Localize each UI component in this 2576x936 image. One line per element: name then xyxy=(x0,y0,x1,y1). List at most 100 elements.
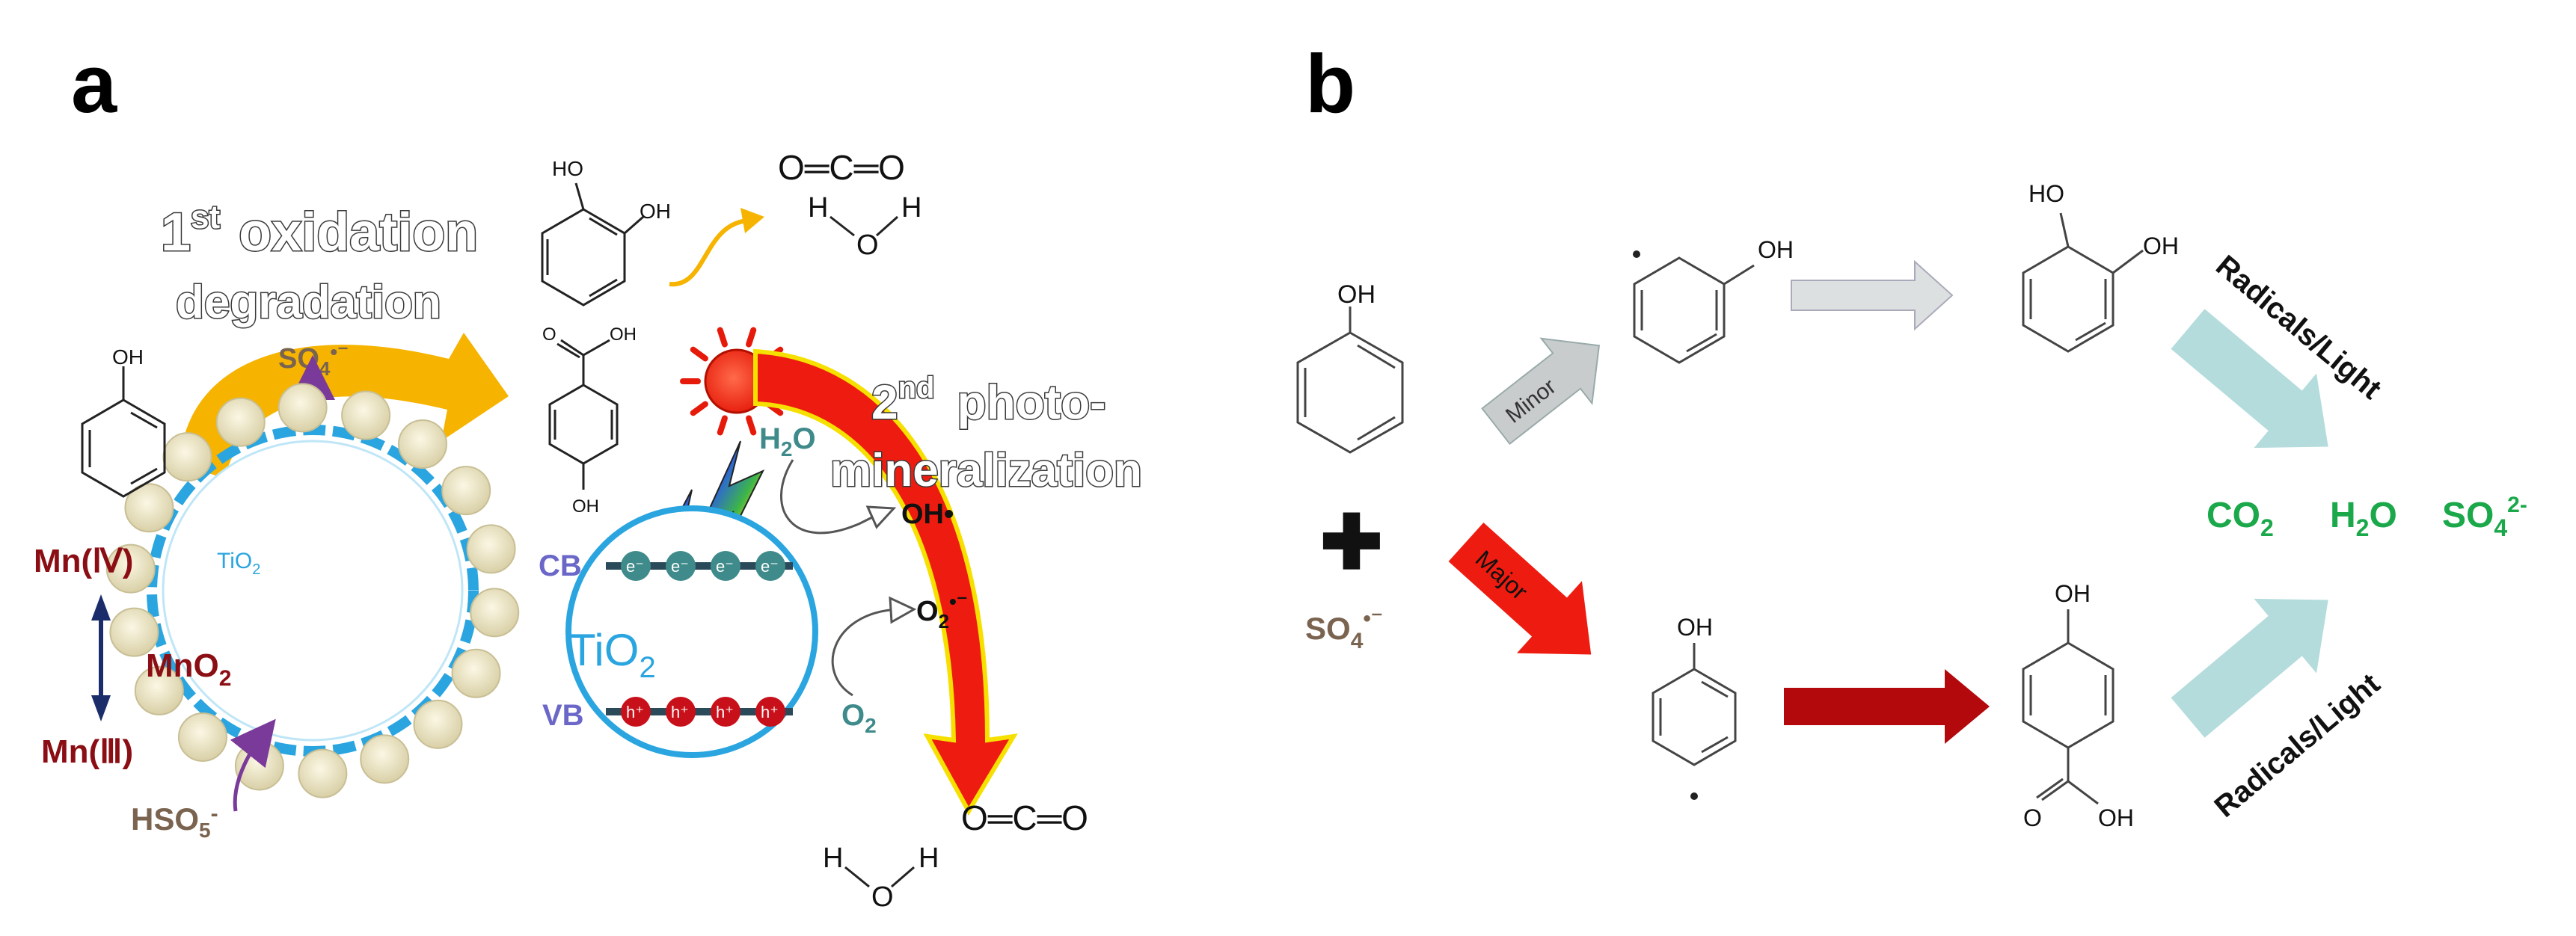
sun-ray xyxy=(717,327,728,348)
mno2-bead xyxy=(360,734,410,784)
sun-ray xyxy=(690,401,708,416)
tio2-small-label: TiO2 xyxy=(217,549,260,578)
hole-label: h⁺ xyxy=(716,703,734,721)
oh-radical-label: OH• xyxy=(901,499,954,530)
mno2-bead xyxy=(341,390,391,440)
cb-label: CB xyxy=(539,549,582,582)
co2-molecule-bottom: O═C═O xyxy=(961,798,1088,837)
hydroxybenzoic-acid-b: OH O OH xyxy=(2022,580,2134,831)
mno2-bead xyxy=(413,699,463,749)
mno2-bead xyxy=(215,397,266,447)
ortho-radical-molecule: OH xyxy=(1633,236,1794,364)
electron xyxy=(755,551,785,581)
svg-text:H: H xyxy=(901,192,921,224)
svg-text:OH: OH xyxy=(2143,233,2179,259)
svg-text:OH: OH xyxy=(112,345,144,369)
svg-text:OH: OH xyxy=(1337,280,1376,309)
phenol-molecule-a: OH xyxy=(81,345,166,498)
radicals-light-arrow-bottom xyxy=(2171,598,2328,738)
major-pathway-arrow: Major xyxy=(1448,522,1592,655)
to-hba-arrow xyxy=(1784,669,1990,744)
hso5-label: HSO5- xyxy=(131,801,218,842)
sun-ray xyxy=(746,327,757,348)
mno2-bead xyxy=(177,712,227,762)
electrons: e⁻ e⁻ e⁻ e⁻ xyxy=(621,551,785,581)
final-products: CO2 H2O SO42- xyxy=(2207,493,2527,541)
h2o-molecule-top: H H O xyxy=(808,192,921,261)
mno2-bead xyxy=(134,665,184,715)
phenol-molecule-b: OH xyxy=(1296,280,1404,454)
svg-text:OH: OH xyxy=(572,496,599,517)
sun-icon xyxy=(680,327,794,436)
holes: h⁺h⁺h⁺h⁺ xyxy=(621,697,785,727)
plus-sign: ✚ xyxy=(1320,501,1383,585)
electron xyxy=(666,551,696,581)
panel-b-letter: b xyxy=(1305,38,1355,130)
svg-text:OH: OH xyxy=(2098,804,2134,831)
svg-text:O: O xyxy=(2023,804,2042,831)
sun-ray xyxy=(717,415,728,436)
svg-text:OH: OH xyxy=(2055,580,2091,607)
mno2-bead xyxy=(466,524,516,574)
oxidation-arrow xyxy=(180,333,509,478)
co2-molecule-top: O═C═O xyxy=(778,148,905,187)
electron-label: e⁻ xyxy=(626,557,644,576)
panel-a-letter: a xyxy=(71,38,117,130)
vb-label: VB xyxy=(542,699,584,732)
mn-iv-label: Mn(Ⅳ) xyxy=(34,543,133,579)
svg-text:HO: HO xyxy=(2028,180,2064,207)
mno2-label: MnO2 xyxy=(146,647,231,691)
mno2-bead xyxy=(441,466,491,516)
product-co2: CO2 xyxy=(2207,496,2274,541)
superoxide-label: O2•⁻ xyxy=(916,590,968,632)
tio2-core xyxy=(162,440,464,742)
electron-label: e⁻ xyxy=(716,557,734,576)
electron xyxy=(621,551,651,581)
panel-b: b OH ✚ SO4•⁻ Minor Major xyxy=(1296,38,2527,831)
mno2-bead xyxy=(470,588,520,638)
mno2-bead xyxy=(398,419,448,469)
svg-text:O: O xyxy=(871,881,894,913)
minor-pathway-arrow: Minor xyxy=(1481,337,1601,446)
hole-label: h⁺ xyxy=(671,703,689,721)
electron-label: e⁻ xyxy=(671,557,689,576)
mno2-bead xyxy=(105,544,156,594)
hole xyxy=(755,697,785,727)
hole-label: h⁺ xyxy=(626,703,644,721)
svg-text:OH: OH xyxy=(1677,614,1713,641)
o2-reduction-arrow xyxy=(831,608,898,697)
sulfate-radical-b: SO4•⁻ xyxy=(1305,606,1383,653)
catechol-molecule-b: HO OH xyxy=(2022,180,2179,353)
svg-text:H: H xyxy=(823,843,843,874)
svg-text:OH: OH xyxy=(610,324,637,345)
svg-text:HO: HO xyxy=(552,157,583,180)
svg-text:H: H xyxy=(919,843,939,874)
mno2-bead xyxy=(162,432,212,482)
hso5-arrow xyxy=(230,718,276,812)
electron-label: e⁻ xyxy=(761,557,779,576)
svg-text:O: O xyxy=(856,230,879,261)
hole xyxy=(711,697,740,727)
svg-text:O: O xyxy=(542,324,556,345)
svg-text:OH: OH xyxy=(1758,236,1794,263)
sun-ray xyxy=(690,346,708,362)
mineralization-arrow xyxy=(753,348,1018,816)
mn-redox-double-arrow xyxy=(91,594,111,721)
hydroxybenzoic-acid-a: O OH OH xyxy=(542,324,637,517)
mno2-bead xyxy=(277,383,328,433)
step2-label-line2: mineralization xyxy=(830,445,1142,496)
tio2-big-label: TiO2 xyxy=(568,625,656,684)
hole xyxy=(666,697,696,727)
svg-text:OH: OH xyxy=(640,200,671,223)
mn-iii-label: Mn(Ⅲ) xyxy=(41,733,133,770)
o2-label: O2 xyxy=(841,699,877,737)
mno2-bead xyxy=(109,607,159,657)
hole xyxy=(621,697,651,727)
catechol-to-co2-arrow xyxy=(669,218,749,287)
h2o-molecule-bottom: H H O xyxy=(823,843,939,913)
radicals-light-arrow-top xyxy=(2171,309,2328,449)
para-radical-molecule: OH xyxy=(1652,614,1737,800)
catechol-molecule-a: HO OH xyxy=(541,157,671,307)
